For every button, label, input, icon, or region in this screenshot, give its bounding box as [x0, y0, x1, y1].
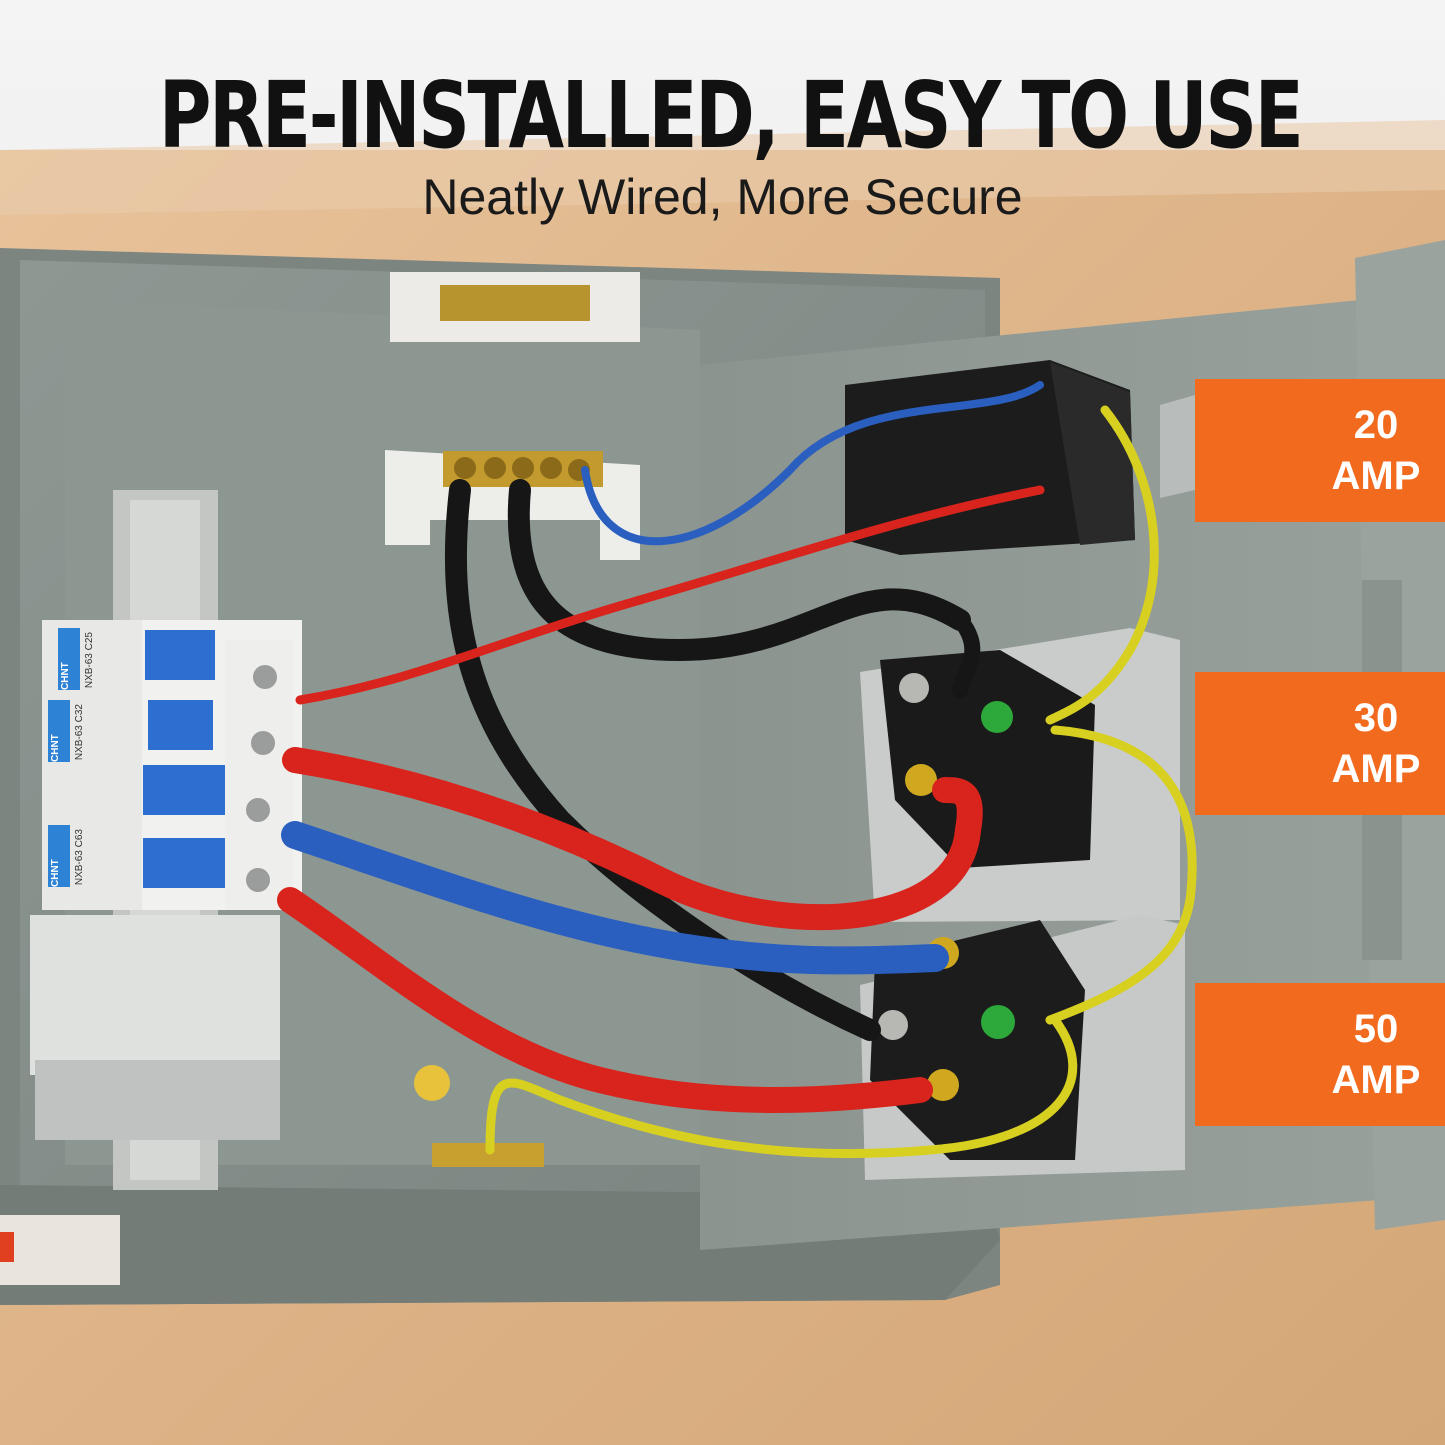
badge-value: 30 — [1353, 696, 1399, 740]
breaker-label-1: CHNT — [60, 632, 80, 690]
breaker-model: NXB-63 — [74, 725, 85, 761]
page-subtitle: Neatly Wired, More Secure — [422, 169, 1023, 225]
breaker-brand: CHNT — [60, 662, 71, 690]
badge-20-amp: 20 AMP — [1195, 379, 1445, 522]
badge-value: 20 — [1353, 403, 1399, 447]
breaker-brand: CHNT — [50, 859, 61, 887]
badge-unit: AMP — [1331, 1058, 1421, 1102]
breaker-model-3: NXB-63 C63 — [74, 829, 85, 885]
breaker-brand: CHNT — [50, 734, 61, 762]
badge-50-amp: 50 AMP — [1195, 983, 1445, 1126]
breaker-rating: C63 — [74, 829, 85, 848]
badge-unit: AMP — [1331, 454, 1421, 498]
breaker-label-3: CHNT — [50, 829, 70, 887]
breaker-rating: C25 — [84, 632, 95, 651]
breaker-label-2: CHNT — [50, 704, 70, 762]
badge-value: 50 — [1353, 1007, 1399, 1051]
breaker-rating: C32 — [74, 704, 85, 723]
breaker-model-1: NXB-63 C25 — [84, 632, 95, 688]
badge-30-amp: 30 AMP — [1195, 672, 1445, 815]
badge-unit: AMP — [1331, 747, 1421, 791]
breaker-model: NXB-63 — [74, 850, 85, 886]
breaker-model-2: NXB-63 C32 — [74, 704, 85, 760]
page-title: PRE-INSTALLED, EASY TO USE — [158, 62, 1304, 169]
breaker-model: NXB-63 — [84, 653, 95, 689]
